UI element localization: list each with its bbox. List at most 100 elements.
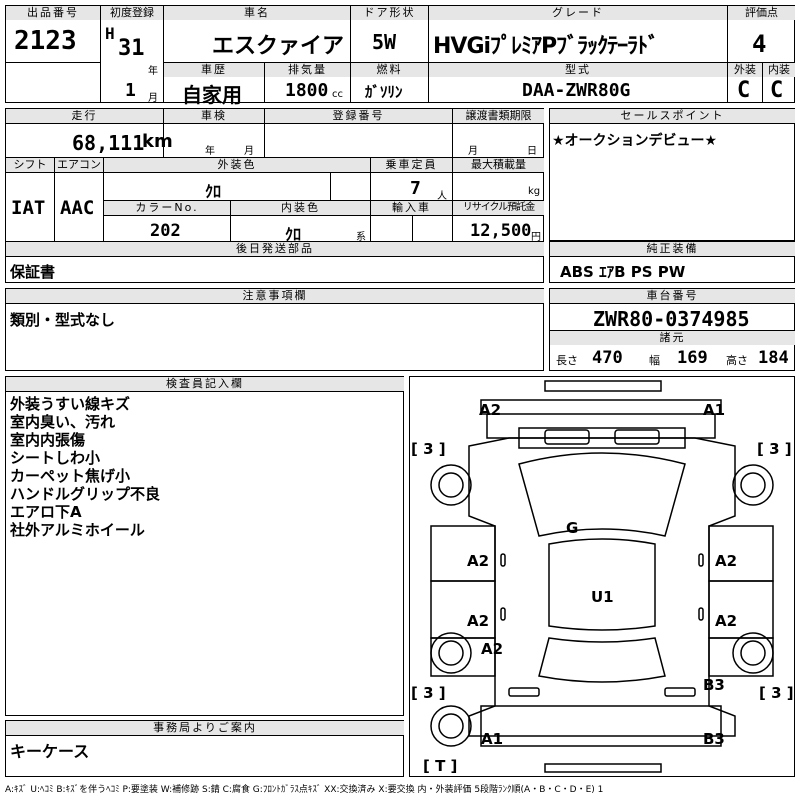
lot-label: 出品番号 [6,6,100,20]
color-no-label: カラーNo. [104,201,230,215]
ac-label: エアコン [55,158,103,172]
recycle-unit: 円 [531,232,541,243]
recycle-fee: 12,500 [470,221,532,241]
notes: 類別・型式なし [10,311,116,329]
fuel-label: 燃料 [351,63,428,77]
ext-color: ｸﾛ [205,182,222,201]
mark-tire-fr: [ 3 ] [757,440,792,458]
mileage-label: 走行 [6,109,163,123]
chassis-box [549,288,795,371]
remark-line: ハンドルグリップ不良 [10,485,161,503]
color-no: 202 [150,221,181,241]
mark-front-right: A1 [703,401,725,419]
mark-windshield: G [566,519,578,537]
mark-tire-fl: [ 3 ] [411,440,446,458]
mark-spare: [ T ] [423,757,457,775]
transfer-day-unit: 日 [527,146,537,157]
transfer-month-unit: 月 [468,146,478,157]
notes-box [5,288,544,371]
width-label: 幅 [649,354,660,367]
remark-line: 室内内張傷 [10,431,86,449]
interior-grade: C [770,78,784,103]
inspector-label: 検査員記入欄 [6,377,404,391]
model-label: 型式 [429,63,727,77]
mark-left-rear-door: A2 [467,612,489,630]
reg-year: 31 [118,36,145,61]
damage-diagram-box [409,376,795,777]
height: 184 [758,348,789,368]
ext-color-label: 外装色 [104,158,370,172]
length: 470 [592,348,623,368]
displacement-label: 排気量 [265,63,350,77]
int-color-label: 内装色 [231,201,370,215]
inspection-year-unit: 年 [205,146,215,157]
office-note: キーケース [10,742,90,761]
specs-label: 諸元 [550,331,795,345]
import-label: 輸入車 [371,201,452,215]
inspection-label: 車検 [164,109,264,123]
sales-point: ★オークションデビュー★ [552,133,718,149]
mark-right-quarter: B3 [703,676,725,694]
sales-point-label: セールスポイント [550,109,795,123]
legend: A:ｷｽﾞ U:ﾍｺﾐ B:ｷｽﾞを伴うﾍｺﾐ P:要塗装 W:補修跡 S:錆 … [5,785,604,795]
displacement: 1800 [285,80,329,101]
grade-label: グレード [429,6,727,20]
lot-number: 2123 [14,26,77,56]
mark-rear-right: B3 [703,730,725,748]
equipment-label: 純正装備 [550,242,795,256]
interior-label: 内装 [763,63,795,77]
grade: HVGiﾌﾟﾚﾐｱPﾌﾞﾗｯｸﾃｰﾗﾄﾞ [433,34,659,59]
mark-left-front-door: A2 [467,552,489,570]
remark-line: カーペット焦げ小 [10,467,131,485]
sales-point-box [549,108,795,241]
remark-line: 外装うすい線キズ [10,395,131,413]
remark-line: シートしわ小 [10,449,101,467]
accessories: 保証書 [10,263,56,281]
registration-label: 登録番号 [265,109,452,123]
exterior-grade: C [737,78,751,103]
capacity: 7 [410,178,421,199]
chassis-label: 車台番号 [550,289,795,303]
mileage-unit: km [142,131,173,152]
mark-left-quarter: A2 [481,640,503,658]
capacity-label: 乗車定員 [371,158,452,172]
load-unit: kg [528,186,541,197]
office-label: 事務局よりご案内 [6,721,404,735]
mark-tire-rr: [ 3 ] [759,684,794,702]
chassis-number: ZWR80-0374985 [593,307,750,331]
year-unit: 年 [148,66,158,77]
car-name: エスクァイア [212,34,345,59]
transfer-deadline-label: 譲渡書類期限 [453,109,544,123]
month-unit: 月 [148,93,158,104]
mark-rear-left: A1 [481,730,503,748]
ac: AAC [60,197,95,219]
mark-tire-rl: [ 3 ] [411,684,446,702]
fuel: ｶﾞｿﾘﾝ [365,83,403,101]
remark-line: エアロ下A [10,503,82,521]
mark-front-left: A2 [479,401,501,419]
shift: IAT [11,197,46,219]
recycle-label: リサイクル預託金 [453,201,544,215]
length-label: 長さ [556,354,578,367]
capacity-unit: 人 [437,191,447,202]
first-reg-label: 初度登録 [101,6,163,20]
score: 4 [752,30,767,58]
inspector-box [5,376,404,716]
era: H [105,24,115,43]
door-type: 5W [372,30,397,54]
vehicle-info-grid [5,108,544,283]
displacement-unit: cc [332,89,343,100]
int-color-unit: 系 [356,232,366,243]
score-label: 評価点 [728,6,795,20]
mileage: 68,111 [72,131,145,155]
history-label: 車歴 [164,63,264,77]
mark-right-front-door: A2 [715,552,737,570]
equipment: ABS ｴｱB PS PW [560,263,686,281]
inspector-remarks: 外装うすい線キズ 室内臭い、汚れ 室内内張傷 シートしわ小 カーペット焦げ小 ハ… [10,395,160,539]
car-name-label: 車名 [164,6,350,20]
accessories-label: 後日発送部品 [6,242,544,256]
shift-label: シフト [6,158,54,172]
door-label: ドア形状 [351,6,428,20]
width: 169 [677,348,708,368]
remark-line: 社外アルミホイール [10,521,145,539]
